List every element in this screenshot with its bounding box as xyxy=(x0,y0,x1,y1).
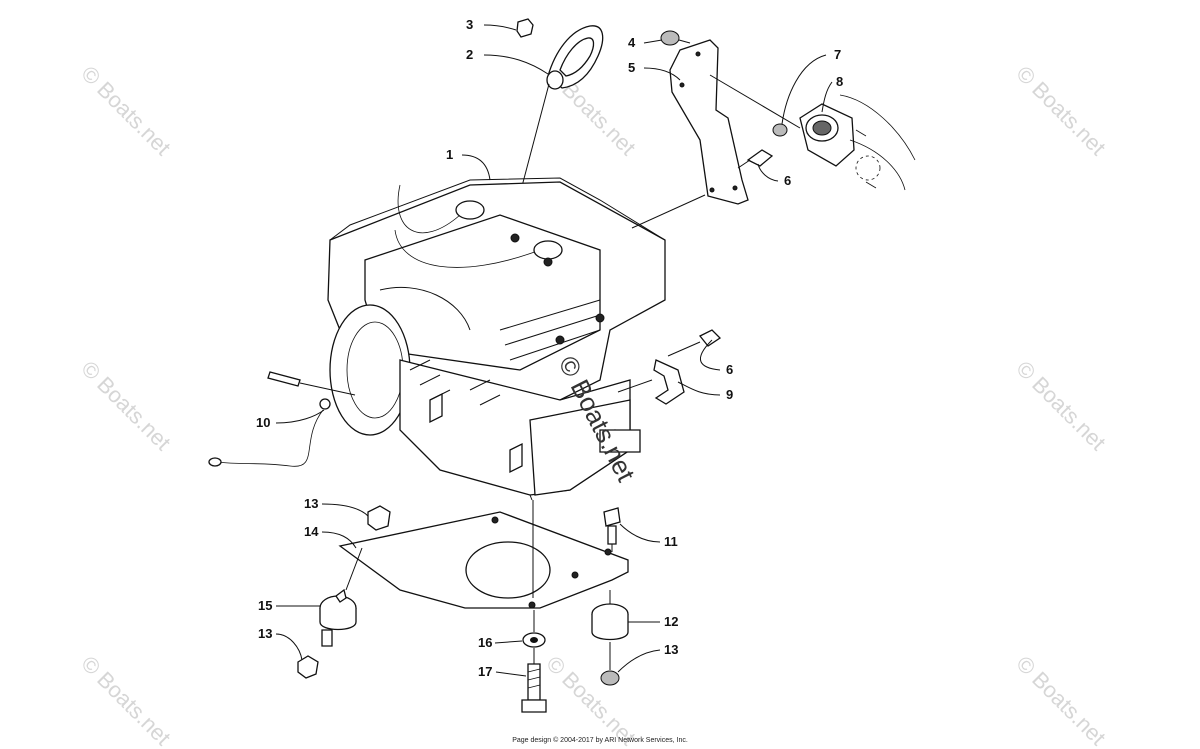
part-13-nut-lower-left xyxy=(297,655,319,679)
callout-12: 12 xyxy=(664,614,678,629)
callout-2: 2 xyxy=(466,47,473,62)
part-6-bolt-upper xyxy=(737,149,774,169)
part-8-mount xyxy=(799,103,855,167)
watermark-mid-left: © Boats.net xyxy=(76,356,175,455)
part-5-bracket xyxy=(669,39,749,205)
watermark-mid-right: © Boats.net xyxy=(1011,356,1110,455)
callout-3: 3 xyxy=(466,17,473,32)
callout-9: 9 xyxy=(726,387,733,402)
callout-16: 16 xyxy=(478,635,492,650)
part-12-isolator xyxy=(591,590,629,641)
part-15-isolator xyxy=(319,547,363,647)
watermark-top-left: © Boats.net xyxy=(76,61,175,160)
callout-5: 5 xyxy=(628,60,635,75)
callout-14: 14 xyxy=(304,524,319,539)
part-4-nut xyxy=(660,30,691,46)
callout-4: 4 xyxy=(628,35,636,50)
callout-6-upper: 6 xyxy=(784,173,791,188)
leader-lines xyxy=(275,24,833,677)
part-9-clamp xyxy=(617,359,685,405)
callout-6-lower: 6 xyxy=(726,362,733,377)
part-17-bolt xyxy=(521,648,547,713)
part-14-mounting-plate xyxy=(338,500,629,609)
part-2-spark-boot xyxy=(520,25,604,191)
watermark-bottom-left: © Boats.net xyxy=(76,651,175,749)
callout-11: 11 xyxy=(664,534,678,549)
part-11-bolt xyxy=(603,507,621,552)
leader-bracket-engine xyxy=(631,194,706,229)
callout-13-lower-left: 13 xyxy=(258,626,272,641)
callout-10: 10 xyxy=(256,415,270,430)
callout-7: 7 xyxy=(834,47,841,62)
callout-13-lower-right: 13 xyxy=(664,642,678,657)
footer-copyright: Page design © 2004-2017 by ARI Network S… xyxy=(512,737,688,744)
part-1-engine xyxy=(327,177,666,501)
frame-background xyxy=(839,94,916,191)
part-3-clip xyxy=(516,18,534,38)
callout-8: 8 xyxy=(836,74,843,89)
callout-13-upper: 13 xyxy=(304,496,318,511)
callout-15: 15 xyxy=(258,598,272,613)
callout-17: 17 xyxy=(478,664,492,679)
callout-labels: 1 2 3 4 5 6 6 7 8 9 10 11 12 13 13 13 14… xyxy=(256,17,843,679)
part-13-nut-upper xyxy=(367,505,391,531)
part-13-nut-lower-right xyxy=(600,642,620,686)
part-16-washer xyxy=(522,610,546,648)
watermark-top-right: © Boats.net xyxy=(1011,61,1110,160)
watermark-bottom-right: © Boats.net xyxy=(1011,651,1110,749)
part-7-nut xyxy=(709,74,801,137)
part-6-bolt-lower xyxy=(667,329,722,357)
part-10-ground-wire xyxy=(208,371,356,467)
callout-1: 1 xyxy=(446,147,453,162)
